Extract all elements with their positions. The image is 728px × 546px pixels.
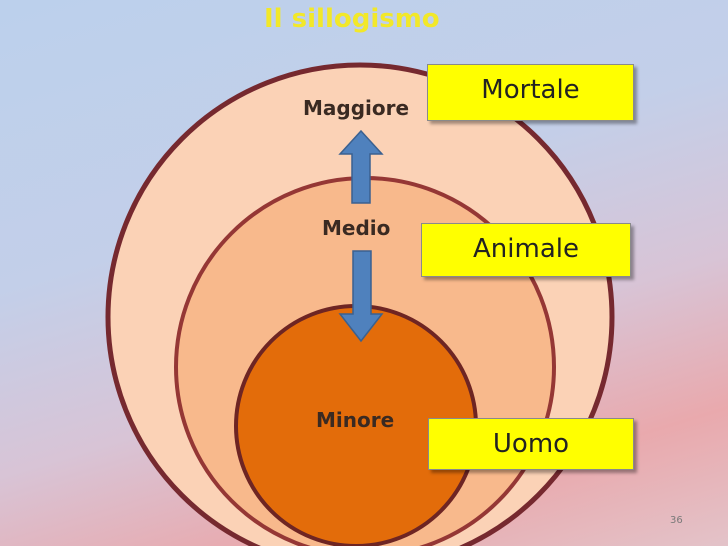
term-major: Maggiore <box>303 96 410 120</box>
box-animale: Animale <box>421 223 631 277</box>
slide-title: Il sillogismo <box>264 4 440 34</box>
arrow-up-icon <box>338 129 384 204</box>
term-middle: Medio <box>322 216 391 240</box>
page-number: 36 <box>670 515 683 526</box>
term-minor: Minore <box>316 408 395 432</box>
arrow-down-icon <box>338 250 384 343</box>
box-uomo: Uomo <box>428 418 634 470</box>
box-mortale: Mortale <box>427 64 634 121</box>
